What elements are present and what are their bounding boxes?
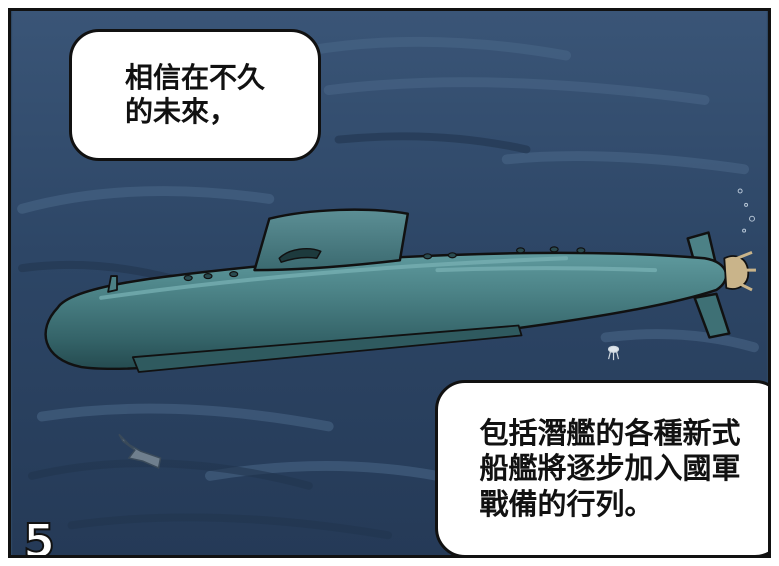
hull-ports <box>183 246 586 282</box>
speech-line: 船艦將逐步加入國軍 <box>479 451 741 486</box>
air-bubbles <box>737 188 755 233</box>
water-streaks <box>17 36 759 481</box>
speech-line: 相信在不久 <box>124 60 265 94</box>
water-dark-streaks <box>18 132 531 540</box>
speech-text-top: 相信在不久 的未來， <box>125 61 265 129</box>
speech-line: 的未來， <box>124 95 237 128</box>
speech-bubble-top: 相信在不久 的未來， <box>69 29 321 161</box>
hull-highlights <box>99 256 658 300</box>
speech-line: 包括潛艦的各種新式 <box>479 415 741 450</box>
speech-text-bottom: 包括潛艦的各種新式 船艦將逐步加入國軍 戰備的行列。 <box>479 416 740 522</box>
panel-number: 5 <box>22 514 56 558</box>
jellyfish <box>607 345 620 361</box>
submarine <box>44 208 756 373</box>
speech-line: 戰備的行列。 <box>479 486 654 521</box>
speech-bubble-bottom: 包括潛艦的各種新式 船艦將逐步加入國軍 戰備的行列。 <box>435 380 768 555</box>
comic-panel: 相信在不久 的未來， 包括潛艦的各種新式 船艦將逐步加入國軍 戰備的行列。 5 <box>8 8 771 558</box>
fish <box>118 433 162 470</box>
underwater-scene <box>12 11 767 555</box>
